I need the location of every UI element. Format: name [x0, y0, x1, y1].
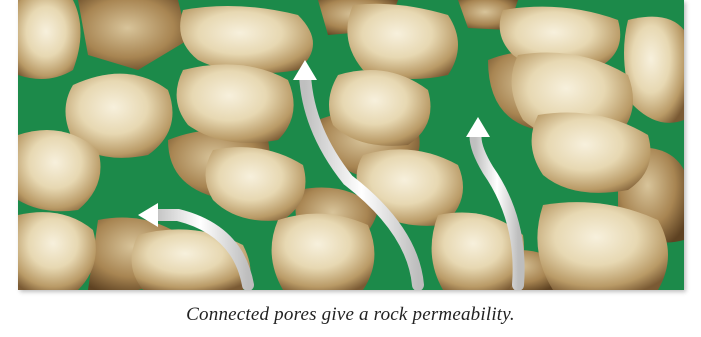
rock-grains-illustration [18, 0, 684, 290]
grain [18, 0, 81, 79]
grain [347, 4, 458, 79]
grain [272, 214, 375, 290]
grain [18, 212, 96, 290]
figure-caption: Connected pores give a rock permeability… [0, 304, 701, 326]
